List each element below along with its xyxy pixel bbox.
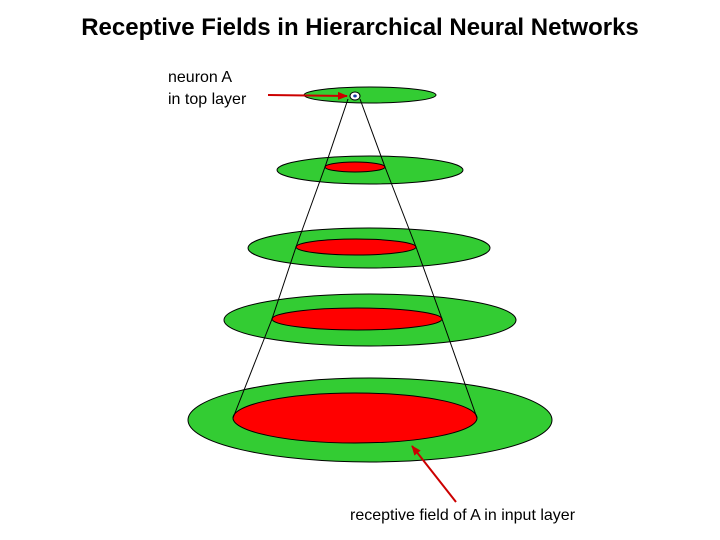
neuron-a-label-line2: in top layer	[168, 91, 247, 108]
receptive-field-layer-5	[232, 392, 478, 444]
receptive-field-arrow	[411, 445, 457, 503]
neuron-a-dot	[353, 94, 357, 98]
neuron-a-label-line1: neuron A	[168, 69, 232, 86]
neuron-a-arrow	[267, 91, 348, 100]
receptive-field-layer-4	[271, 307, 443, 331]
receptive-field-label: receptive field of A in input layer	[350, 507, 576, 524]
diagram-title: Receptive Fields in Hierarchical Neural …	[81, 14, 639, 41]
receptive-field-layer-3	[295, 238, 417, 256]
receptive-cone-lines	[232, 98, 478, 419]
receptive-field-layer-2	[324, 161, 386, 173]
